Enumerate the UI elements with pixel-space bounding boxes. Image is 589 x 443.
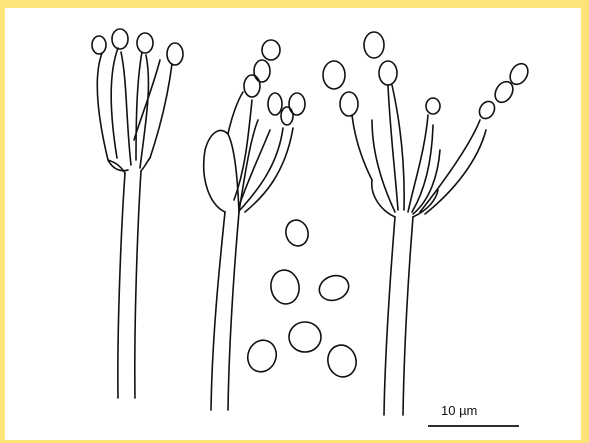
free-conidia	[243, 218, 359, 380]
scale-bar: 10 µm	[428, 403, 519, 426]
conidiophore-right	[323, 32, 531, 415]
scale-bar-label: 10 µm	[441, 403, 477, 418]
conidiophore-left	[92, 29, 183, 398]
figure-frame: 10 µm	[5, 8, 581, 440]
micrograph-drawing: 10 µm	[5, 8, 581, 440]
conidiophore-middle	[204, 40, 305, 410]
